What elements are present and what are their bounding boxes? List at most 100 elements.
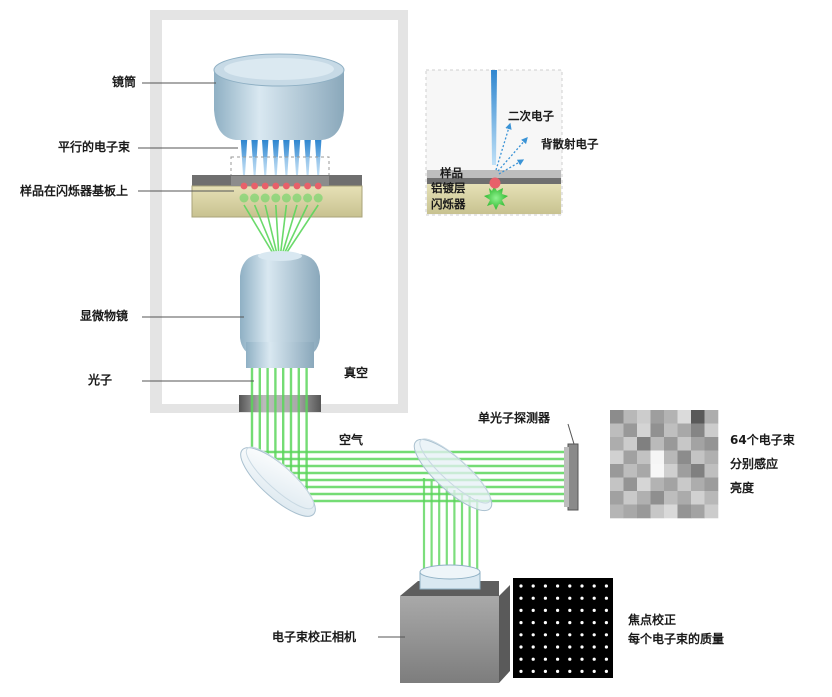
focus-spot bbox=[604, 584, 609, 588]
brightness-cell bbox=[704, 450, 719, 465]
detector-caption-line-1: 64个电子束 bbox=[730, 432, 796, 447]
focus-spot bbox=[531, 669, 535, 674]
brightness-cell bbox=[610, 477, 624, 492]
parallel-beams-label: 平行的电子束 bbox=[58, 139, 131, 154]
spad-label: 单光子探测器 bbox=[478, 410, 551, 425]
focus-spot bbox=[556, 645, 560, 649]
brightness-cell bbox=[650, 491, 665, 505]
focus-spot bbox=[568, 608, 572, 613]
focus-spot bbox=[604, 621, 609, 625]
sample-spot bbox=[304, 182, 311, 190]
focus-spot bbox=[531, 608, 535, 613]
brightness-cell bbox=[637, 410, 651, 424]
brightness-cell bbox=[610, 423, 624, 438]
converging-photons bbox=[243, 204, 319, 256]
focus-spot bbox=[580, 645, 584, 649]
focus-spot bbox=[543, 608, 548, 613]
focus-spot bbox=[604, 633, 609, 637]
focus-spot bbox=[519, 657, 523, 661]
focus-spot bbox=[592, 633, 596, 637]
inset-coating: 铝镀层 bbox=[431, 181, 466, 195]
brightness-cell bbox=[691, 464, 705, 478]
photon-ray bbox=[275, 204, 280, 256]
brightness-grid bbox=[610, 410, 719, 519]
brightness-cell bbox=[650, 437, 665, 451]
focus-spot bbox=[531, 645, 535, 649]
objective-label: 显微物镜 bbox=[80, 308, 128, 323]
air-label: 空气 bbox=[339, 432, 363, 447]
focus-spot bbox=[556, 608, 560, 613]
brightness-cell bbox=[637, 491, 651, 505]
focus-spot bbox=[568, 621, 572, 625]
focus-spot bbox=[519, 645, 523, 649]
brightness-cell bbox=[677, 464, 692, 478]
sample-spot bbox=[314, 182, 322, 190]
photon-ray bbox=[284, 204, 319, 256]
brightness-cell bbox=[637, 437, 651, 451]
focus-spot bbox=[604, 657, 609, 661]
focus-spot bbox=[604, 645, 609, 649]
sample-on-scintillator-label: 样品在闪烁器基板上 bbox=[20, 183, 128, 198]
dichroic-mirror-2 bbox=[413, 438, 493, 512]
brightness-cell bbox=[664, 423, 678, 438]
brightness-cell bbox=[637, 450, 651, 465]
brightness-cell bbox=[637, 423, 651, 438]
brightness-cell bbox=[637, 464, 651, 478]
focus-spot bbox=[568, 633, 572, 637]
brightness-cell bbox=[623, 423, 638, 438]
photon-emission bbox=[313, 193, 323, 203]
brightness-cell bbox=[664, 464, 678, 478]
brightness-cell bbox=[704, 464, 719, 478]
photon-ray bbox=[282, 204, 309, 256]
focus-spot bbox=[556, 657, 560, 661]
brightness-cell bbox=[610, 450, 624, 465]
focus-spot bbox=[519, 633, 523, 637]
focus-spot bbox=[543, 584, 548, 588]
photon-ray bbox=[264, 204, 278, 256]
brightness-cell bbox=[704, 423, 719, 438]
brightness-cell bbox=[704, 477, 719, 492]
focus-spot bbox=[531, 621, 535, 625]
focus-spot bbox=[543, 633, 548, 637]
brightness-cell bbox=[704, 437, 719, 451]
focus-spot bbox=[604, 608, 609, 613]
focus-spot bbox=[568, 669, 572, 674]
focus-spot bbox=[592, 584, 596, 588]
focus-spot bbox=[592, 669, 596, 674]
detector-caption-line-3: 亮度 bbox=[730, 480, 755, 495]
focus-spot-image bbox=[513, 578, 613, 678]
brightness-cell bbox=[610, 464, 624, 478]
brightness-cell bbox=[610, 437, 624, 451]
focus-spot bbox=[556, 596, 560, 600]
brightness-cell bbox=[691, 504, 705, 519]
focus-spot bbox=[592, 645, 596, 649]
focus-spot bbox=[580, 669, 584, 674]
focus-spot bbox=[519, 584, 523, 588]
brightness-cell bbox=[623, 437, 638, 451]
focus-spot bbox=[580, 584, 584, 588]
mirror-1 bbox=[240, 446, 316, 517]
brightness-cell bbox=[664, 504, 678, 519]
focus-spot bbox=[592, 608, 596, 613]
focus-spot bbox=[604, 596, 609, 600]
photon-ray bbox=[279, 204, 288, 256]
brightness-cell bbox=[691, 450, 705, 465]
brightness-cell bbox=[637, 477, 651, 492]
inset-scintillator: 闪烁器 bbox=[431, 197, 466, 211]
electron-beam bbox=[240, 140, 248, 180]
brightness-cell bbox=[610, 504, 624, 519]
photon-ray bbox=[281, 204, 298, 256]
brightness-cell bbox=[650, 464, 665, 478]
brightness-cell bbox=[664, 437, 678, 451]
focus-spot bbox=[531, 633, 535, 637]
detector-caption-line-2: 分别感应 bbox=[730, 456, 778, 471]
focus-spot bbox=[580, 633, 584, 637]
objective-lens bbox=[240, 251, 320, 368]
brightness-cell bbox=[691, 423, 705, 438]
electron-beam bbox=[251, 140, 258, 180]
photon-emission bbox=[303, 193, 313, 203]
photon-emission bbox=[260, 193, 270, 203]
focus-spot bbox=[568, 584, 572, 588]
brightness-cell bbox=[677, 437, 692, 451]
tube-label: 镜筒 bbox=[112, 74, 136, 89]
